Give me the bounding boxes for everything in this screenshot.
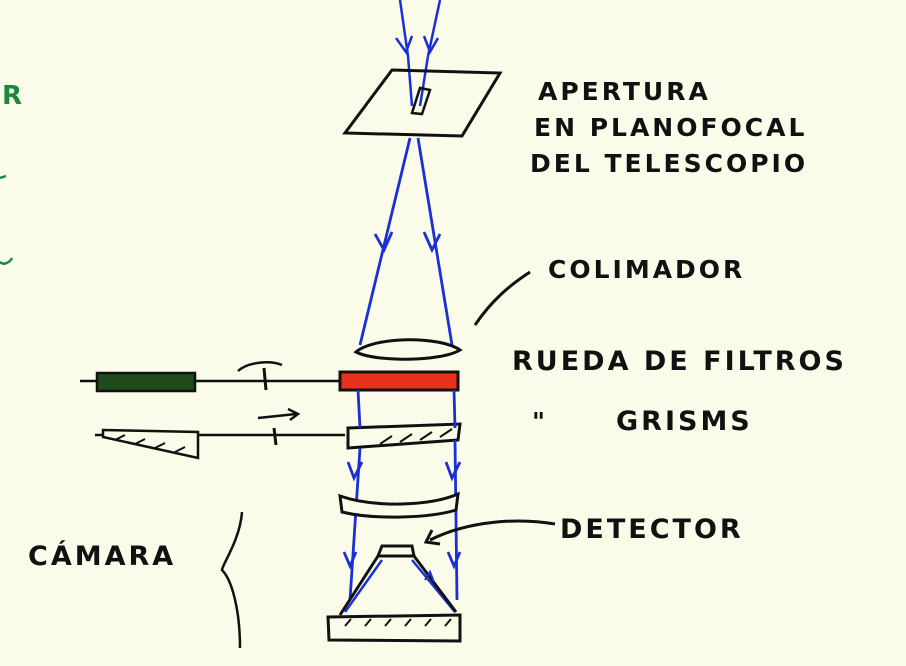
aperture-label-line3: DEL TELESCOPIO: [530, 149, 808, 178]
incoming-beam: [394, 0, 442, 107]
arrow-icon: [394, 35, 414, 55]
arrow-icon: [422, 35, 440, 55]
grism-label: GRISMS: [616, 406, 753, 437]
filter-dark-element: [95, 371, 197, 393]
camera-mirror: [326, 613, 462, 643]
corrector-plate: [338, 491, 460, 519]
margin-fragment-label: R: [2, 81, 25, 111]
arrow-icon: [373, 231, 394, 254]
grism-element: [346, 422, 462, 450]
filter-red-element: [338, 370, 460, 392]
collimated-beam: [342, 389, 462, 601]
collimator-label: COLIMADOR: [548, 255, 745, 284]
filter-wheel-label: RUEDA DE FILTROS: [512, 346, 847, 377]
arrow-icon: [422, 231, 442, 254]
detector: [375, 544, 416, 558]
arrow-icon: [444, 461, 462, 482]
detector-label: DETECTOR: [560, 514, 744, 545]
detector-pointer: [429, 519, 556, 542]
camera-label: CÁMARA: [28, 540, 176, 572]
arrow-icon: [346, 461, 364, 482]
arrow-icon: [342, 551, 358, 570]
aperture-label-line1: APERTURA: [538, 77, 711, 106]
grism-wheel: [95, 407, 462, 460]
diverging-beam: [358, 137, 454, 346]
arrow-icon: [287, 407, 301, 421]
filter-wheel: [80, 361, 460, 393]
arrow-icon: [446, 551, 462, 570]
camera-brace: [220, 511, 244, 649]
arrow-icon: [424, 569, 435, 583]
aperture-label-line2: EN PLANOFOCAL: [534, 113, 807, 142]
arrow-icon: [423, 529, 441, 546]
aperture-plane: [342, 68, 503, 138]
margin-marks: [0, 174, 14, 265]
camera-optics: [326, 555, 462, 643]
ditto-mark: ": [532, 407, 548, 436]
collimator-lens: [353, 338, 463, 361]
collimator-pointer: [473, 270, 531, 326]
